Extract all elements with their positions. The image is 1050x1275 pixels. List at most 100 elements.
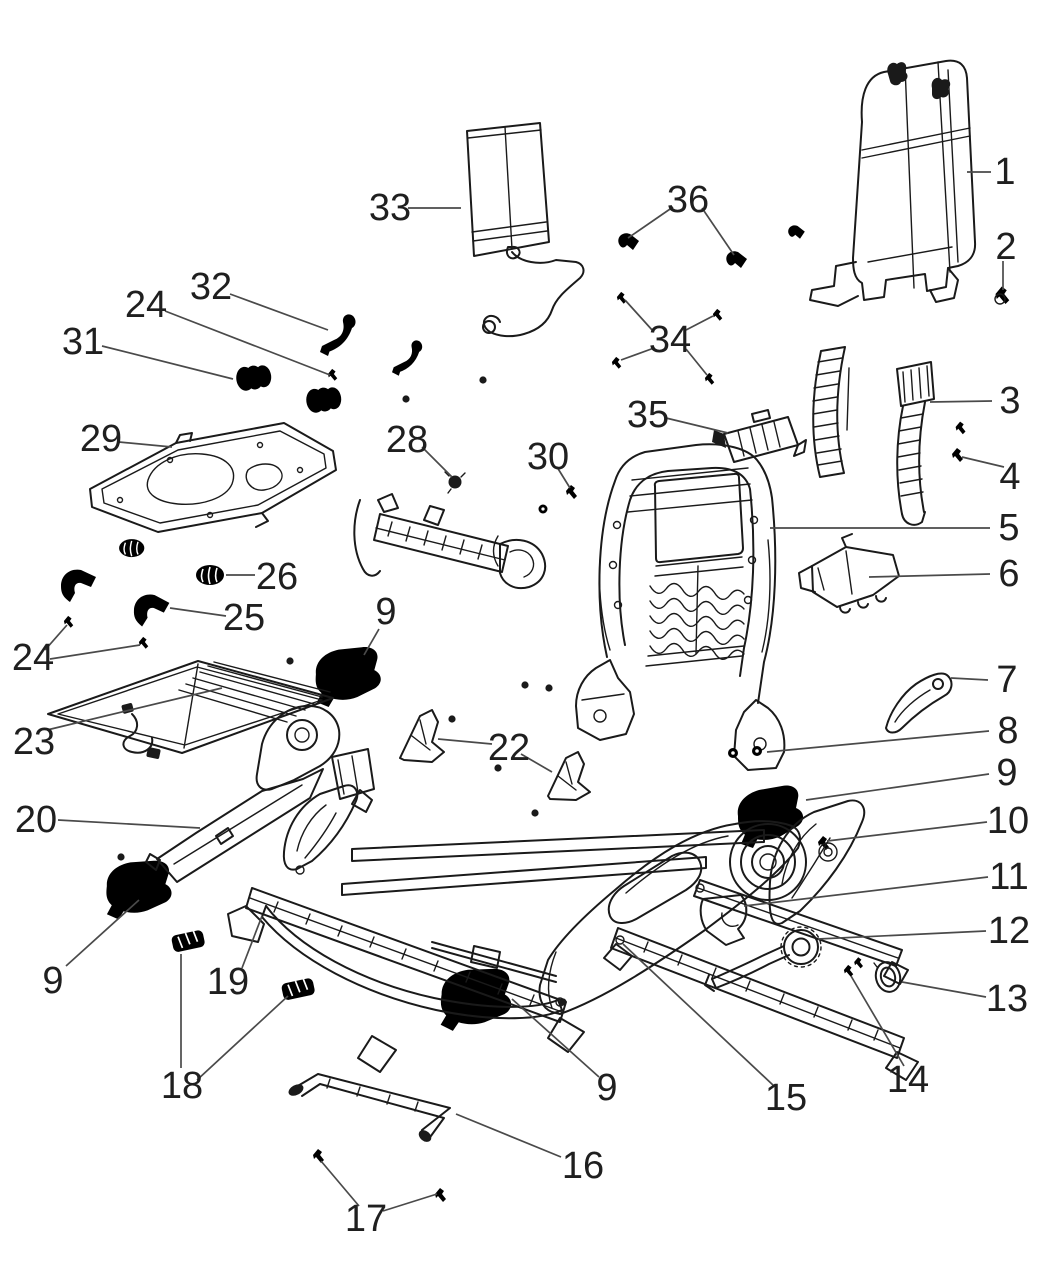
leader-line	[363, 628, 380, 656]
part-20-inboard-side-shield	[145, 704, 375, 883]
leader-line	[961, 456, 1005, 468]
part-35-latch-striker-bracket	[712, 409, 807, 463]
leader-line	[929, 400, 993, 403]
callout-part-29: 29	[80, 418, 173, 460]
part-number-label: 6	[998, 553, 1019, 595]
part-number-label: 33	[369, 187, 411, 229]
callout-part-28: 28	[386, 419, 453, 478]
leader-line	[665, 417, 729, 434]
part-number-label: 9	[42, 960, 63, 1002]
part-number-label: 7	[996, 659, 1017, 701]
leader-line	[455, 1113, 562, 1158]
leader-line	[627, 206, 674, 239]
callout-part-4: 4	[961, 456, 1021, 498]
part-number-label: 19	[207, 961, 249, 1003]
leader-line	[901, 981, 987, 998]
leader-line	[743, 876, 989, 907]
callout-part-9-right: 9	[805, 752, 1018, 801]
part-number-label: 15	[765, 1077, 807, 1119]
leader-line	[868, 573, 991, 578]
leader-line	[49, 644, 141, 660]
leader-line	[421, 446, 453, 478]
callout-part-30: 30	[527, 436, 571, 489]
part-number-label: 18	[161, 1065, 203, 1107]
part-number-label: 14	[887, 1059, 929, 1101]
callout-part-7: 7	[950, 659, 1018, 701]
part-7-recliner-handle	[885, 672, 953, 734]
part-number-label: 24	[12, 637, 54, 679]
part-number-label: 29	[80, 418, 122, 460]
part-11-handle-bezel-cover	[699, 894, 748, 946]
part-24-screws	[63, 368, 338, 649]
callout-part-1: 1	[967, 151, 1016, 193]
leader-line	[196, 995, 289, 1081]
leader-line	[44, 624, 68, 651]
part-number-label: 9	[375, 591, 396, 633]
callout-part-9-bottom: 9	[511, 998, 618, 1109]
leader-line	[850, 975, 905, 1067]
part-number-label: 5	[998, 507, 1019, 549]
callout-part-15: 15	[622, 943, 807, 1119]
part-28-grommet	[444, 471, 466, 494]
part-14-screws	[843, 957, 863, 977]
leader-line	[701, 207, 735, 256]
part-number-label: 34	[649, 319, 691, 361]
callouts-layer: 1234567891011121314159161718199202324252…	[12, 151, 1030, 1240]
callout-part-6: 6	[868, 553, 1020, 595]
callout-part-33: 33	[369, 187, 461, 229]
callout-part-35: 35	[627, 394, 729, 436]
callout-part-19: 19	[207, 915, 263, 1003]
part-number-label: 32	[190, 266, 232, 308]
part-6-lumbar-support-bracket	[798, 533, 900, 614]
leader-line	[950, 677, 989, 681]
part-number-label: 4	[999, 456, 1020, 498]
part-number-label: 36	[667, 179, 709, 221]
part-3-headrest-guide-rails	[812, 346, 935, 526]
part-12-height-adjuster-handle	[704, 926, 822, 992]
part-1-seat-back-trim-panel	[809, 59, 977, 307]
leader-line	[620, 347, 655, 361]
part-number-label: 8	[997, 710, 1018, 752]
leader-line	[101, 345, 234, 380]
leader-line	[826, 821, 988, 842]
part-number-label: 9	[596, 1067, 617, 1109]
part-26-clips	[118, 538, 225, 586]
callout-part-2: 2	[995, 226, 1017, 290]
part-number-label: 20	[15, 799, 57, 841]
part-number-label: 10	[987, 800, 1029, 842]
leader-line	[320, 1160, 360, 1207]
part-number-label: 16	[562, 1145, 604, 1187]
part-4-screws	[952, 421, 966, 462]
leader-line	[624, 299, 654, 332]
leader-line	[382, 1193, 438, 1212]
part-number-label: 12	[988, 910, 1030, 952]
callout-part-3: 3	[929, 380, 1021, 422]
leader-line	[520, 753, 553, 773]
part-2-screw	[994, 286, 1010, 305]
leader-line	[169, 607, 227, 617]
part-number-label: 26	[256, 556, 298, 598]
callout-part-25: 25	[169, 597, 265, 639]
part-number-label: 22	[488, 727, 530, 769]
leader-line	[164, 310, 331, 376]
callout-part-8: 8	[766, 710, 1019, 753]
callout-part-22: 22	[437, 727, 553, 773]
callout-part-16: 16	[455, 1113, 604, 1187]
callout-part-10: 10	[826, 800, 1029, 842]
leader-line	[805, 773, 990, 801]
leader-line	[556, 466, 571, 489]
leader-line	[57, 819, 201, 829]
part-8-nuts	[726, 746, 764, 758]
part-number-label: 9	[996, 752, 1017, 794]
part-number-label: 31	[62, 321, 104, 363]
callout-part-34: 34	[620, 299, 714, 376]
callout-part-12: 12	[817, 910, 1030, 952]
part-15-outboard-side-shield	[538, 820, 807, 1015]
callout-part-9-middle: 9	[363, 591, 397, 656]
cushion-frame-crossmember	[353, 493, 547, 590]
part-30-screw	[536, 485, 577, 514]
part-23-seat-heater-mat	[47, 660, 334, 759]
leader-line	[817, 930, 987, 940]
callout-part-14: 14	[850, 975, 929, 1101]
